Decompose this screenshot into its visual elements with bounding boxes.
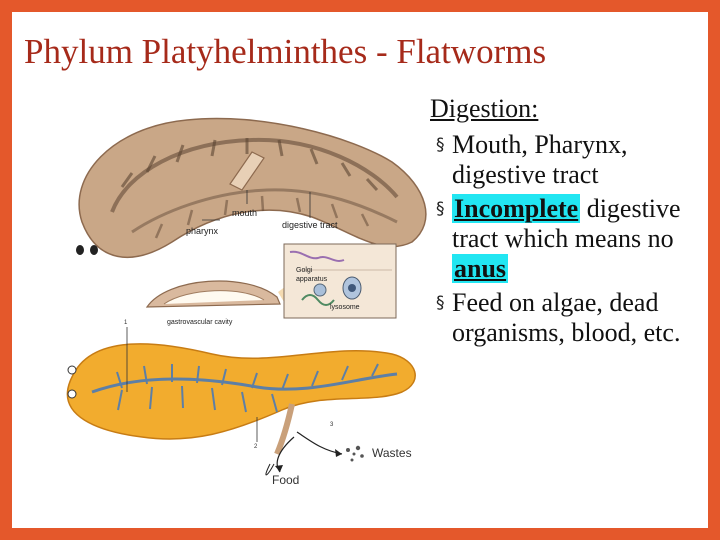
highlight-incomplete: Incomplete	[452, 194, 581, 223]
bullet-item: § Feed on algae, dead organisms, blood, …	[430, 288, 708, 348]
marker-1: 1	[124, 320, 128, 326]
cell-detail-box	[283, 243, 397, 319]
label-mouth: mouth	[232, 208, 257, 218]
eye-spot	[76, 245, 84, 255]
label-digestive-tract: digestive tract	[282, 220, 338, 230]
label-gastrovascular-cavity: gastrovascular cavity	[167, 319, 233, 326]
bullet-text: Feed on algae, dead organisms, blood, et…	[452, 288, 681, 347]
bullet-icon: §	[436, 199, 445, 219]
marker-3: 3	[330, 422, 334, 428]
flatworm-illustration: mouth pharynx digestive tract gastrovasc…	[52, 92, 432, 492]
planarian-upper-body	[76, 117, 427, 259]
highlight-anus: anus	[452, 254, 509, 283]
label-food: Food	[272, 473, 299, 487]
bullet-icon: §	[436, 135, 445, 155]
digestion-heading: Digestion:	[430, 94, 539, 123]
label-lysosome: lysosome	[330, 304, 360, 311]
slide-title: Phylum Platyhelminthes - Flatworms	[24, 32, 547, 71]
bullet-text: Mouth, Pharynx, digestive tract	[452, 130, 628, 189]
bullet-icon: §	[436, 293, 445, 313]
planarian-lower-body	[66, 327, 416, 456]
eye-spot	[67, 365, 77, 375]
eye-spot	[67, 389, 77, 399]
flow-arrows	[265, 431, 364, 476]
arrow-icon	[275, 465, 283, 472]
label-golgi-line1: Golgi	[296, 267, 313, 274]
lysosome-icon	[313, 283, 327, 297]
eye-spot	[90, 245, 98, 255]
marker-2: 2	[254, 444, 258, 450]
label-golgi-line2: apparatus	[296, 276, 328, 283]
label-wastes: Wastes	[372, 446, 412, 460]
digestion-text-panel: Digestion: § Mouth, Pharynx, digestive t…	[430, 94, 708, 352]
label-pharynx: pharynx	[186, 226, 219, 236]
bullet-text: digestive tract which means no	[452, 194, 681, 253]
bullet-item: § Incomplete digestive tract which means…	[430, 194, 708, 284]
bullet-item: § Mouth, Pharynx, digestive tract	[430, 130, 708, 190]
arrow-icon	[335, 449, 342, 457]
cross-section-diagram	[145, 278, 297, 308]
